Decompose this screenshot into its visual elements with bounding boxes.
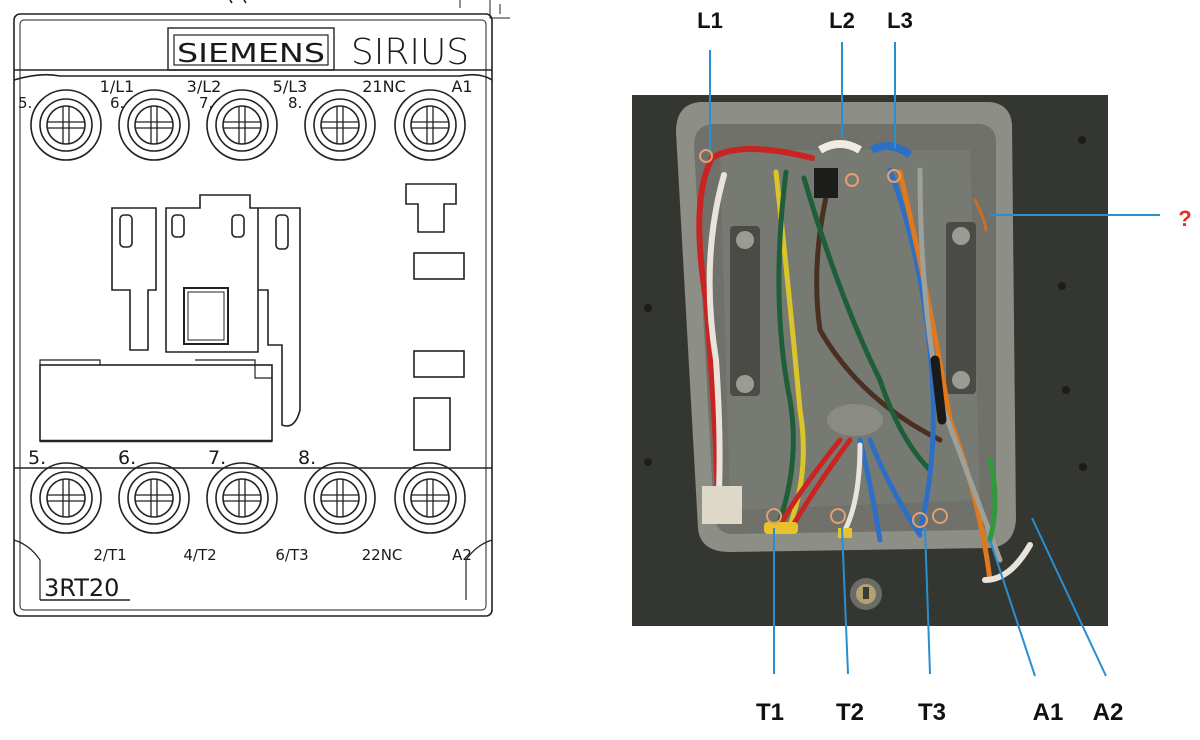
terminal-screw bbox=[118, 462, 190, 534]
terminal-label-top: A1 bbox=[451, 77, 472, 96]
terminal-label-top: 1/L1 bbox=[100, 77, 135, 96]
drawing-labels: SIEMENS SIRIUS 1/L1 3/L2 5/L3 21NC A1 5.… bbox=[18, 32, 473, 602]
terminal-label-bottom: 4/T2 bbox=[183, 546, 216, 564]
terminal-screw bbox=[304, 89, 376, 161]
aux-window bbox=[405, 183, 457, 233]
terminal-screw bbox=[118, 89, 190, 161]
top-terminal-row bbox=[30, 89, 466, 161]
contactor-drawing bbox=[13, 0, 510, 617]
callout-l1: L1 bbox=[697, 8, 723, 33]
contactor-body bbox=[13, 13, 493, 617]
callout-a2: A2 bbox=[1093, 699, 1124, 726]
callout-t2: T2 bbox=[836, 699, 864, 726]
aux-number-bottom: 5. bbox=[28, 447, 46, 469]
armature-carrier bbox=[165, 194, 259, 353]
terminal-label-top: 21NC bbox=[362, 77, 406, 96]
rating-label-area bbox=[39, 364, 273, 442]
mounting-bracket-right bbox=[946, 222, 976, 394]
aux-number-bottom: 6. bbox=[118, 447, 136, 469]
terminal-block bbox=[702, 486, 742, 524]
callout-l2: L2 bbox=[829, 8, 855, 33]
aux-number-top: 5. bbox=[18, 94, 32, 112]
aux-number-top: 7. bbox=[199, 94, 213, 112]
terminal-screw bbox=[304, 462, 376, 534]
terminal-label-bottom: 2/T1 bbox=[93, 546, 126, 564]
callout-line-t3 bbox=[924, 527, 931, 675]
terminal-label-top: 5/L3 bbox=[273, 77, 308, 96]
terminal-label-top: 3/L2 bbox=[187, 77, 222, 96]
right-slide bbox=[258, 207, 301, 427]
callout-line-a2 bbox=[1031, 517, 1107, 677]
terminal-screw bbox=[206, 89, 278, 161]
aux-number-bottom: 8. bbox=[298, 447, 316, 469]
aux-number-top: 6. bbox=[110, 94, 124, 112]
callout-t3: T3 bbox=[918, 699, 946, 726]
terminal-screw bbox=[30, 462, 102, 534]
terminal-screw bbox=[394, 89, 466, 161]
bottom-terminal-row bbox=[30, 462, 466, 534]
callout-labels: L1 L2 L3 ? T1 T2 T3 A1 A2 bbox=[697, 8, 1192, 726]
aux-number-top: 8. bbox=[288, 94, 302, 112]
product-text: SIRIUS bbox=[351, 32, 469, 73]
brand-text: SIEMENS bbox=[177, 39, 325, 69]
model-text: 3RT20 bbox=[44, 574, 119, 602]
callout-l3: L3 bbox=[887, 8, 913, 33]
callout-question-mark: ? bbox=[1178, 206, 1191, 231]
callout-lines bbox=[709, 42, 1160, 677]
terminal-label-bottom: 6/T3 bbox=[275, 546, 308, 564]
terminal-label-bottom: A2 bbox=[452, 546, 472, 564]
mounting-bracket-left bbox=[730, 226, 760, 396]
terminal-screw bbox=[30, 89, 102, 161]
terminal-screw bbox=[394, 462, 466, 534]
callout-a1: A1 bbox=[1033, 699, 1064, 726]
terminal-screw bbox=[206, 462, 278, 534]
junction-box-photo bbox=[632, 95, 1108, 626]
wires bbox=[696, 146, 1033, 583]
callout-line-t2 bbox=[841, 527, 849, 675]
siemens-logo-box bbox=[173, 34, 329, 66]
left-slide bbox=[111, 207, 157, 351]
callout-line-a1 bbox=[989, 539, 1036, 677]
terminal-label-bottom: 22NC bbox=[362, 546, 403, 564]
aux-number-bottom: 7. bbox=[208, 447, 226, 469]
callout-t1: T1 bbox=[756, 699, 784, 726]
